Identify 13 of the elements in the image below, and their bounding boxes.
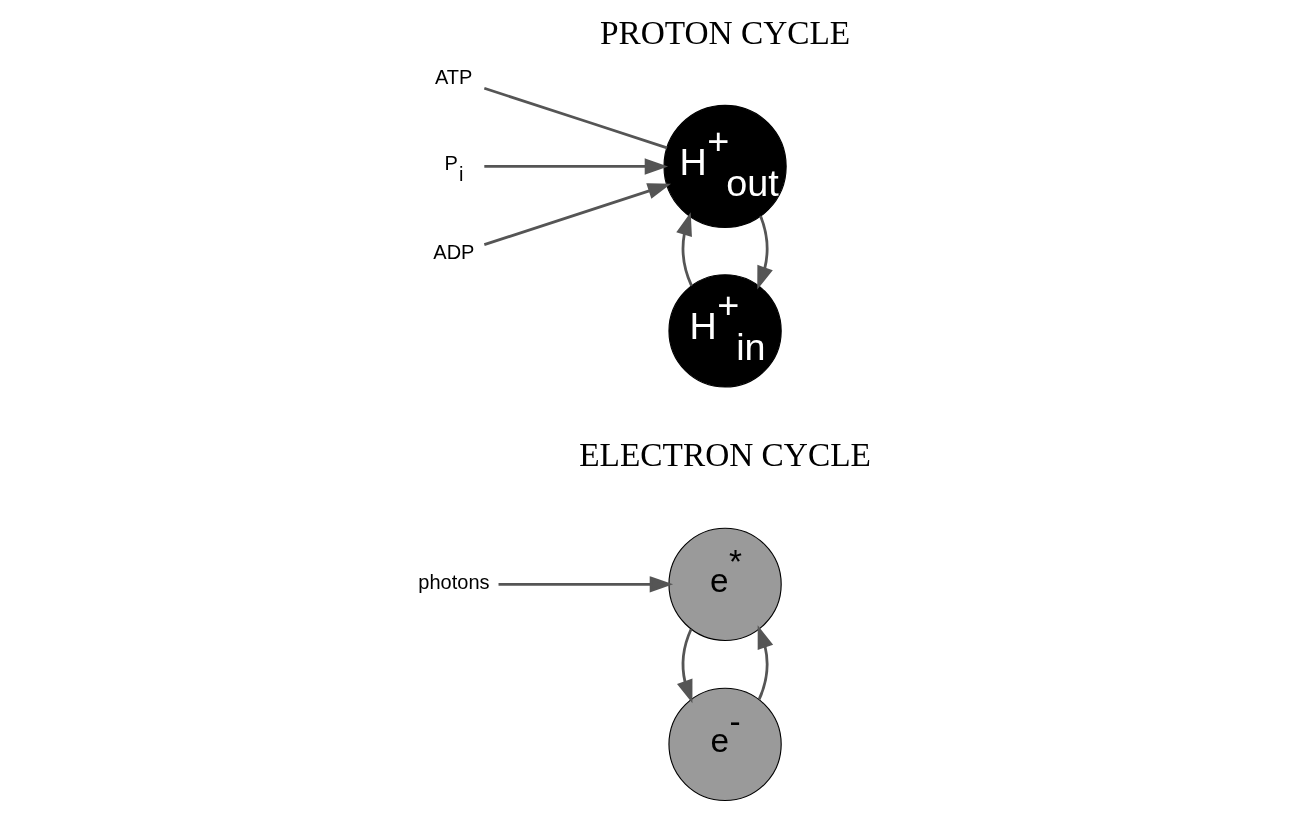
arrow xyxy=(483,183,672,246)
label: PROTON CYCLE xyxy=(599,13,851,51)
arrow xyxy=(498,576,674,593)
node-text: photons xyxy=(418,571,490,594)
arrow xyxy=(757,215,773,290)
label: ELECTRON CYCLE xyxy=(579,435,871,473)
arrow xyxy=(757,625,774,700)
node-text: ATP xyxy=(435,65,473,88)
connector xyxy=(483,86,668,150)
node-text: ADP xyxy=(433,241,475,264)
arrow xyxy=(677,628,693,704)
arrow xyxy=(484,158,669,175)
arrow xyxy=(676,212,693,287)
